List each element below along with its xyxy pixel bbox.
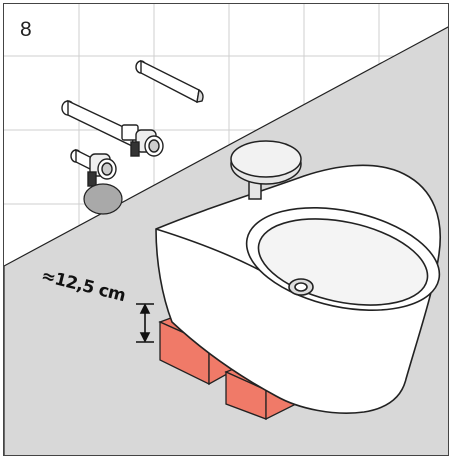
installation-illustration	[4, 4, 448, 455]
diagram-frame: 8 ≈12,5 cm	[3, 3, 449, 456]
angle-valve-icon	[121, 124, 164, 157]
step-number: 8	[20, 18, 32, 41]
dimension-arrow	[136, 303, 154, 343]
water-supply-pipe-icon	[61, 99, 135, 148]
wall-hung-bowl	[155, 164, 442, 414]
water-supply-pipe-icon	[135, 59, 204, 104]
top-cap	[230, 140, 302, 200]
angle-valve-icon	[70, 148, 117, 187]
drain-disc-icon	[83, 183, 123, 215]
